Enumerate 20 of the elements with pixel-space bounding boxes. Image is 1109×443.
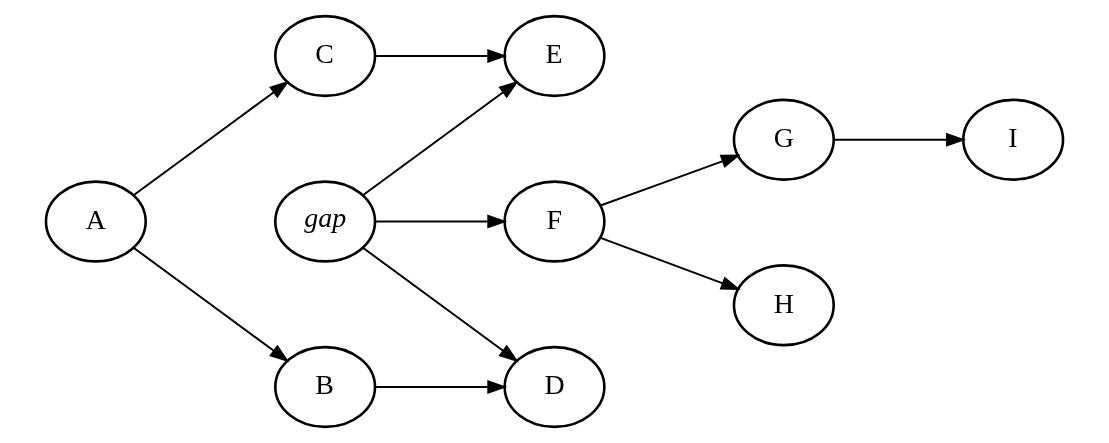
node-ellipse: G [732, 98, 835, 181]
arrow [374, 49, 508, 63]
arrow [374, 380, 508, 394]
arrow [599, 236, 741, 290]
arrow [361, 80, 519, 197]
arrow [361, 246, 519, 363]
arrow [132, 80, 290, 197]
node-ellipse: E [503, 14, 606, 98]
arrow [833, 132, 966, 147]
node-ellipse: D [503, 345, 606, 429]
node-ellipse: B [274, 345, 377, 429]
arrow [132, 246, 290, 363]
arrow [599, 154, 741, 207]
node-ellipse: F [503, 180, 606, 263]
arrow [374, 214, 508, 229]
node-ellipse: A [44, 180, 147, 263]
node-ellipse: C [274, 14, 377, 98]
node-ellipse: H [732, 264, 835, 347]
node-ellipse: I [962, 98, 1065, 181]
node-ellipse: gap [274, 180, 377, 263]
